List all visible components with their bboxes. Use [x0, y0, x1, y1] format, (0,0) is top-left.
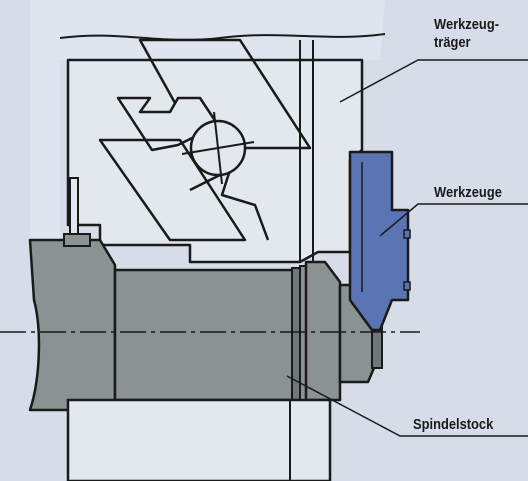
spindle-head: [304, 260, 342, 402]
housing-break-line: [59, 33, 386, 41]
label-tool-carrier-line1: Werkzeug-: [434, 16, 499, 33]
label-tools: Werkzeuge: [434, 184, 502, 201]
leader-spindle-stock: [286, 375, 528, 437]
spindle-stock-nut: [63, 233, 91, 247]
spindle-shaft: [113, 268, 297, 402]
slide-zigzag: [189, 168, 270, 241]
tool-bolt-1: [403, 229, 411, 239]
machine-housing: [30, 0, 385, 250]
label-tool-carrier-line2: träger: [434, 34, 471, 51]
leader-tools: [379, 203, 528, 237]
bearing-cross-v: [213, 111, 223, 185]
slide-lower: [98, 138, 247, 242]
carrier-clamp: [69, 177, 79, 239]
machine-bed: [66, 398, 332, 481]
leader-tool-carrier: [339, 59, 528, 103]
tool-bolt-2: [403, 281, 411, 291]
spindle-stock-block: [28, 238, 117, 412]
label-spindle-stock: Spindelstock: [413, 416, 494, 433]
tool-holder: [348, 150, 410, 332]
